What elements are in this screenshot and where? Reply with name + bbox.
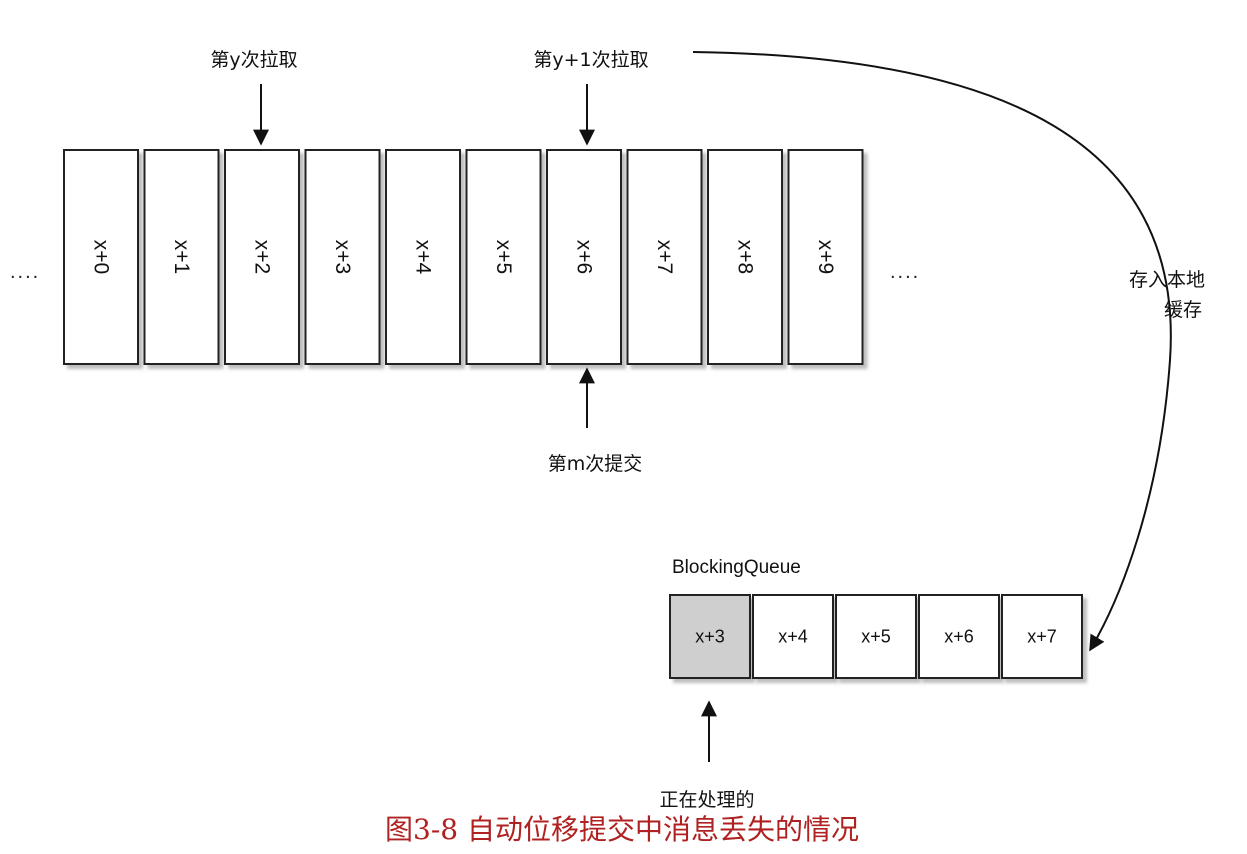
cache-label-line1: 存入本地 — [1129, 269, 1205, 291]
log-cell-box — [707, 149, 783, 365]
log-cell: x+2 — [224, 149, 300, 365]
queue-cell-label: x+4 — [778, 627, 808, 647]
store-cache-arrow — [692, 51, 1172, 652]
log-cell-box — [546, 149, 622, 365]
log-cell-box — [224, 149, 300, 365]
log-cell-label: x+1 — [170, 240, 193, 274]
log-cell-box — [787, 149, 864, 365]
log-cell-label: x+0 — [90, 240, 113, 274]
log-cell: x+3 — [304, 149, 381, 365]
log-cell-label: x+2 — [251, 240, 274, 274]
log-cell-box — [304, 149, 381, 365]
log-cell-box — [626, 149, 703, 365]
log-cell-label: x+8 — [734, 240, 757, 274]
queue-cell-box — [918, 594, 1000, 679]
queue-cell-box — [669, 594, 751, 679]
pull-y1-label: 第y+1次拉取 — [533, 49, 648, 71]
queue-cell-label: x+3 — [695, 627, 725, 647]
queue-cell-box — [752, 594, 834, 679]
log-cell: x+6 — [546, 149, 622, 365]
log-cell-box — [385, 149, 461, 365]
log-cell-label: x+9 — [814, 240, 837, 274]
queue-cell-label: x+7 — [1027, 627, 1057, 647]
log-partition: x+0 x+1 x+2 x+3 x+4 x+5 x+6 x+7 x+8 x+9 — [63, 149, 864, 365]
log-cell-label: x+4 — [412, 240, 435, 275]
log-cell: x+5 — [465, 149, 542, 365]
log-cell: x+8 — [707, 149, 783, 365]
log-cell: x+9 — [787, 149, 864, 365]
queue-title: BlockingQueue — [672, 557, 801, 578]
log-cell: x+1 — [143, 149, 220, 365]
pull-y-label: 第y次拉取 — [210, 49, 297, 71]
log-cell-label: x+6 — [573, 240, 596, 274]
log-cell-box — [465, 149, 542, 365]
queue-cell: x+7 — [1001, 594, 1083, 679]
log-cell-label: x+7 — [653, 240, 676, 274]
log-ellipsis-left: .... — [10, 261, 40, 283]
queue-cell-box — [1001, 594, 1083, 679]
queue-cell: x+5 — [835, 594, 917, 679]
queue-cell: x+6 — [918, 594, 1000, 679]
log-ellipsis-right: .... — [890, 261, 920, 283]
queue-cell-label: x+6 — [944, 627, 974, 647]
processing-label: 正在处理的 — [659, 789, 754, 811]
log-cell-box — [63, 149, 139, 365]
commit-label: 第m次提交 — [548, 453, 643, 475]
queue-cell-box — [835, 594, 917, 679]
blocking-queue: x+3 x+4 x+5 x+6 x+7 — [669, 594, 1083, 679]
queue-cell: x+4 — [752, 594, 834, 679]
log-cell-label: x+3 — [331, 240, 354, 274]
log-cell: x+0 — [63, 149, 139, 365]
queue-cell-processing: x+3 — [669, 594, 751, 679]
log-cell-label: x+5 — [492, 240, 515, 274]
figure-caption: 图3-8 自动位移提交中消息丢失的情况 — [385, 813, 859, 846]
log-cell: x+7 — [626, 149, 703, 365]
log-cell-box — [143, 149, 220, 365]
cache-label-line2: 缓存 — [1164, 299, 1202, 321]
log-cell: x+4 — [385, 149, 461, 365]
queue-cell-label: x+5 — [861, 627, 891, 647]
